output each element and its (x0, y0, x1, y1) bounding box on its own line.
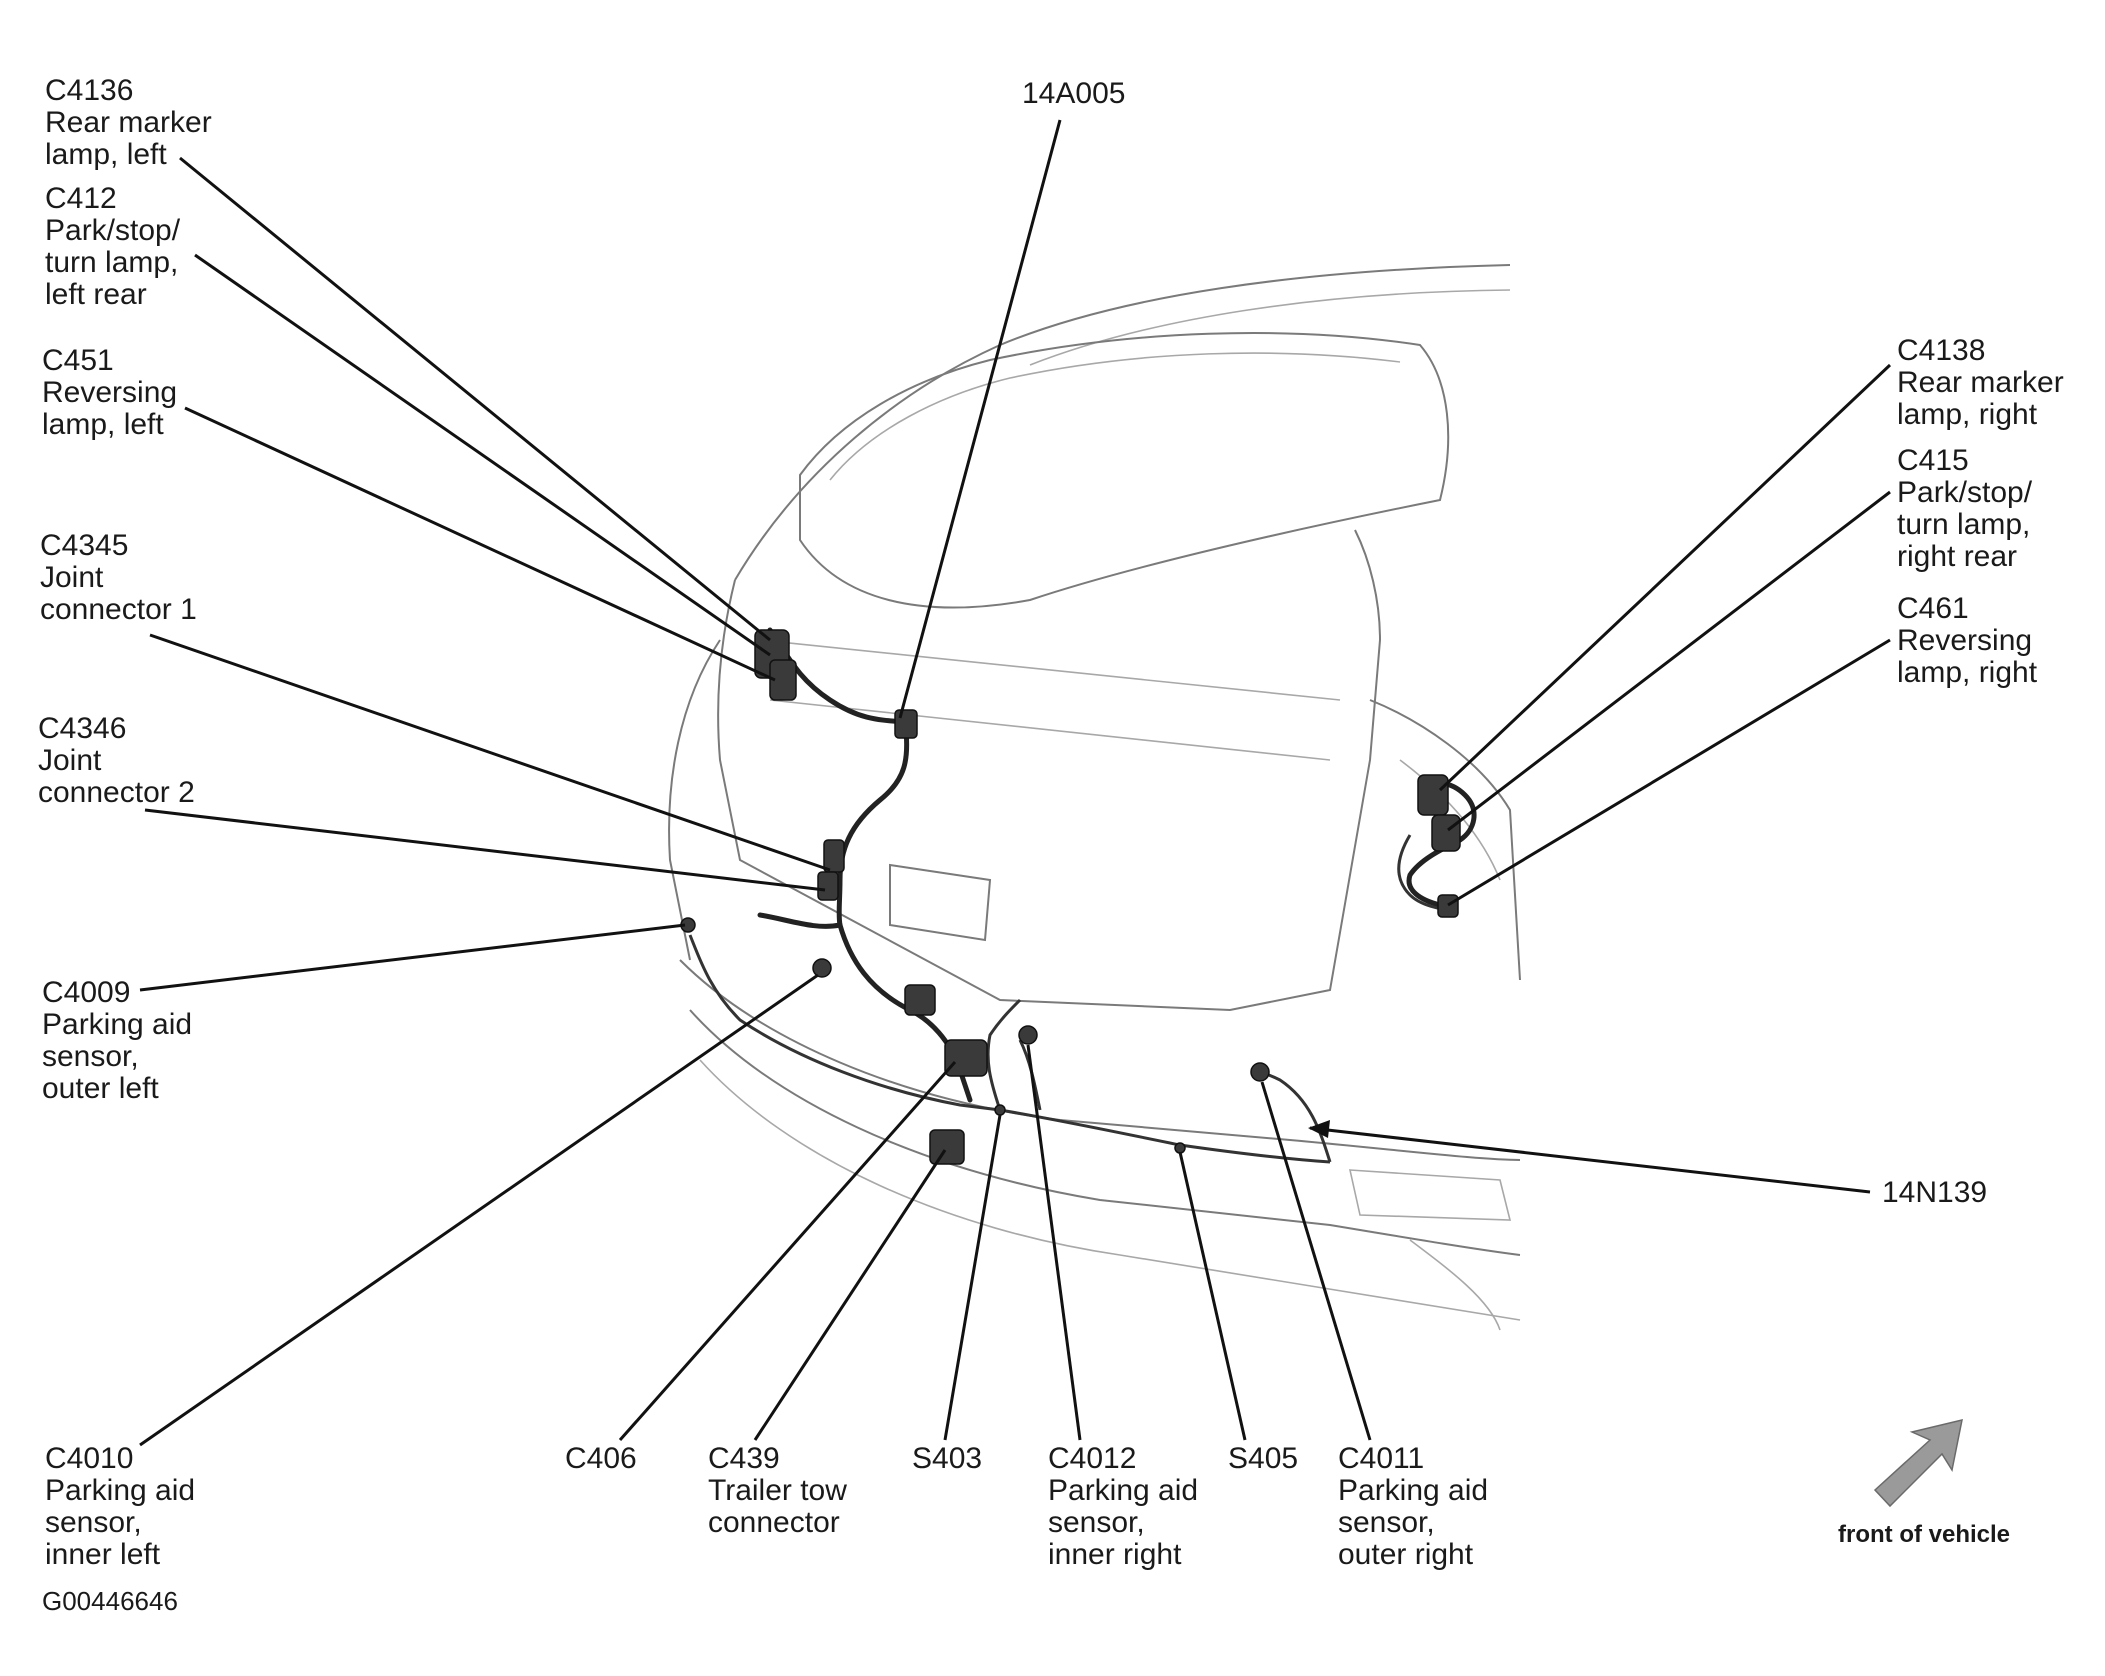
label-14n139: 14N139 (1882, 1176, 1987, 1209)
leader-s403 (943, 1114, 1002, 1441)
label-c4012: C4012 Parking aid sensor, inner right (1048, 1442, 1206, 1571)
leader-c4345 (149, 633, 831, 872)
label-c451: C451 Reversing lamp, left (42, 344, 185, 441)
arrowhead-14n139 (1308, 1120, 1330, 1138)
leader-c4012 (1026, 1044, 1082, 1441)
leader-c412 (194, 253, 771, 657)
leader-c4138 (1438, 363, 1892, 792)
label-s405: S405 (1228, 1442, 1298, 1475)
leader-c461 (1447, 638, 1891, 907)
splice-s403 (994, 1104, 1006, 1116)
connector-joint-1 (823, 839, 845, 873)
label-c412: C412 Park/stop/ turn lamp, left rear (45, 182, 188, 311)
connector-joint-2 (817, 871, 839, 901)
vehicle-rear-outline (668, 264, 1521, 1331)
label-c415: C415 Park/stop/ turn lamp, right rear (1897, 444, 2040, 573)
leader-c439 (753, 1149, 947, 1441)
label-c4138: C4138 Rear marker lamp, right (1897, 334, 2072, 431)
front-of-vehicle-label: front of vehicle (1838, 1521, 2010, 1548)
connectors (680, 629, 1461, 1165)
connector-right-reversing (1437, 894, 1459, 918)
label-c406: C406 (565, 1442, 637, 1475)
label-c4136: C4136 Rear marker lamp, left (45, 74, 220, 171)
label-c461: C461 Reversing lamp, right (1897, 592, 2040, 689)
connector-c4010 (812, 958, 832, 978)
figure-id: G00446646 (42, 1586, 178, 1616)
leader-c4136 (179, 156, 771, 642)
connector-right-turn (1431, 814, 1461, 852)
connector-c4012 (1018, 1025, 1038, 1045)
label-c439: C439 Trailer tow connector (708, 1442, 855, 1539)
leader-c4010 (139, 973, 819, 1447)
leader-s405 (1178, 1151, 1247, 1441)
leader-c406 (618, 1061, 957, 1441)
leader-c4009 (139, 923, 686, 992)
front-of-vehicle-indicator: front of vehicle (1838, 1418, 2010, 1548)
label-14a005: 14A005 (1022, 77, 1125, 110)
connector-c406-body (904, 984, 936, 1016)
label-c4345: C4345 Joint connector 1 (40, 529, 197, 626)
label-c4009: C4009 Parking aid sensor, outer left (42, 976, 200, 1105)
label-c4011: C4011 Parking aid sensor, outer right (1338, 1442, 1496, 1571)
connector-left-reversing (769, 659, 797, 701)
leader-lines (139, 119, 1892, 1447)
leader-c415 (1447, 490, 1891, 832)
connector-c4011 (1250, 1062, 1270, 1082)
label-s403: S403 (912, 1442, 982, 1475)
leader-c451 (184, 406, 776, 682)
leader-14n139 (1309, 1126, 1871, 1194)
leader-c4011 (1260, 1081, 1372, 1441)
connector-c406 (944, 1039, 988, 1077)
callout-labels: C4136 Rear marker lamp, left C412 Park/s… (38, 74, 2072, 1571)
connector-14a005 (894, 709, 918, 739)
leader-c4346 (144, 808, 826, 892)
connector-c439 (929, 1129, 965, 1165)
connector-right-marker (1417, 774, 1449, 816)
label-c4346: C4346 Joint connector 2 (38, 712, 195, 809)
leader-14a005 (898, 119, 1062, 719)
orientation-arrow-icon (1873, 1418, 1963, 1508)
splice-s405 (1174, 1142, 1186, 1154)
label-c4010: C4010 Parking aid sensor, inner left (45, 1442, 203, 1571)
